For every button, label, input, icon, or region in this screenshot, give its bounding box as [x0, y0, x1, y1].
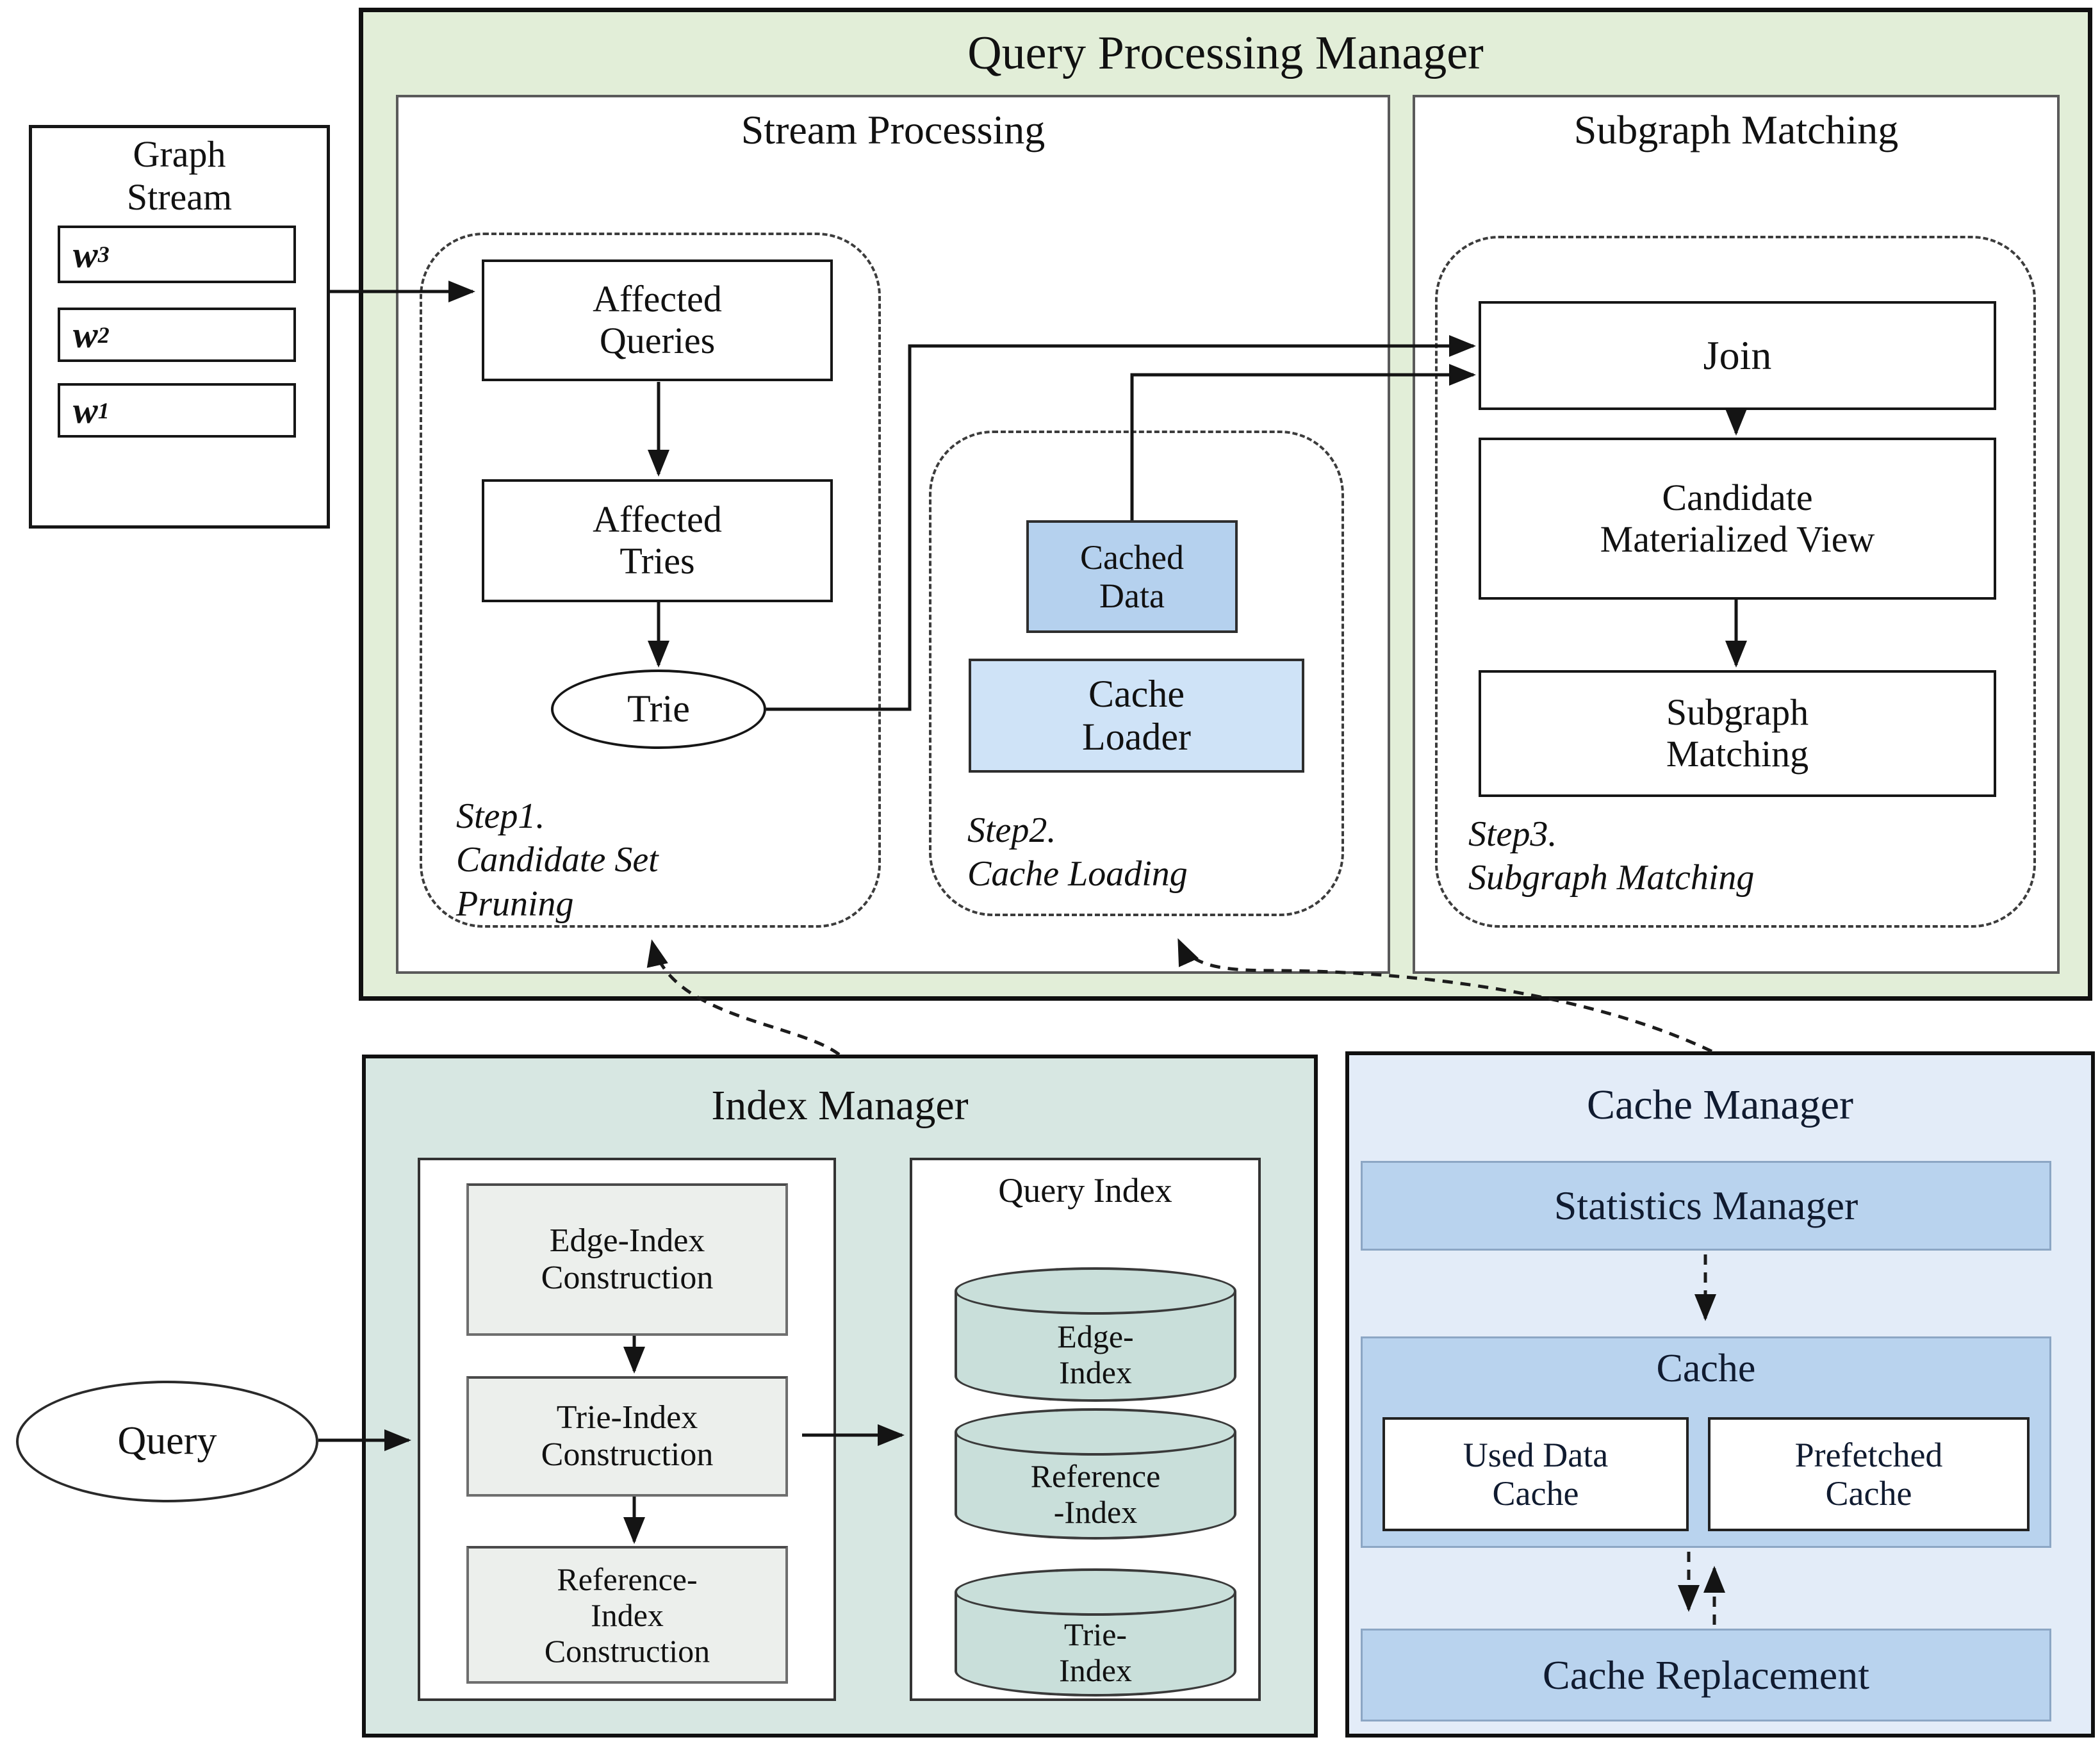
- affected-tries-box: Affected Tries: [482, 479, 833, 602]
- affected-queries-line1: Affected: [593, 278, 722, 320]
- graph-stream-title: Graph Stream: [126, 133, 233, 218]
- trie-ellipse: Trie: [551, 670, 766, 749]
- query-ellipse: Query: [16, 1381, 318, 1502]
- cylinder-top: [955, 1568, 1236, 1616]
- trie-index-construction-box: Trie-Index Construction: [466, 1376, 788, 1497]
- reference-index-cylinder: Reference -Index: [955, 1408, 1236, 1540]
- reference-index-construction-box: Reference- Index Construction: [466, 1546, 788, 1684]
- subgraph-matching-title: Subgraph Matching: [1573, 107, 1899, 152]
- join-box: Join: [1479, 301, 1996, 410]
- cylinder-top: [955, 1267, 1236, 1315]
- stream-processing-title: Stream Processing: [741, 107, 1046, 152]
- trie-index-cylinder: Trie- Index: [955, 1568, 1236, 1697]
- cache-loader-box: Cache Loader: [969, 659, 1304, 773]
- subgraph-matching-box: Subgraph Matching: [1479, 670, 1996, 797]
- query-processing-manager-title: Query Processing Manager: [967, 27, 1484, 79]
- query-index-title: Query Index: [998, 1171, 1172, 1210]
- cache-manager-title: Cache Manager: [1587, 1081, 1853, 1128]
- prefetched-cache-box: Prefetched Cache: [1708, 1417, 2030, 1531]
- cache-replacement-box: Cache Replacement: [1361, 1629, 2051, 1721]
- used-data-cache-box: Used Data Cache: [1382, 1417, 1689, 1531]
- edge-index-cylinder: Edge- Index: [955, 1267, 1236, 1402]
- cylinder-top: [955, 1408, 1236, 1456]
- step3-label: Step3. Subgraph Matching: [1468, 814, 1755, 898]
- step2-label: Step2. Cache Loading: [967, 810, 1188, 894]
- cached-data-box: Cached Data: [1026, 520, 1238, 633]
- affected-queries-line2: Queries: [599, 320, 716, 361]
- affected-tries-line2: Tries: [619, 540, 695, 582]
- index-manager-title: Index Manager: [711, 1082, 969, 1129]
- edge-index-construction-box: Edge-Index Construction: [466, 1183, 788, 1336]
- candidate-materialized-view-box: Candidate Materialized View: [1479, 438, 1996, 600]
- affected-tries-line1: Affected: [593, 498, 722, 541]
- statistics-manager-box: Statistics Manager: [1361, 1161, 2051, 1251]
- trie-label: Trie: [627, 687, 690, 730]
- step1-label: Step1. Candidate Set Pruning: [456, 796, 659, 924]
- affected-queries-box: Affected Queries: [482, 259, 833, 381]
- cache-title: Cache: [1656, 1347, 1756, 1390]
